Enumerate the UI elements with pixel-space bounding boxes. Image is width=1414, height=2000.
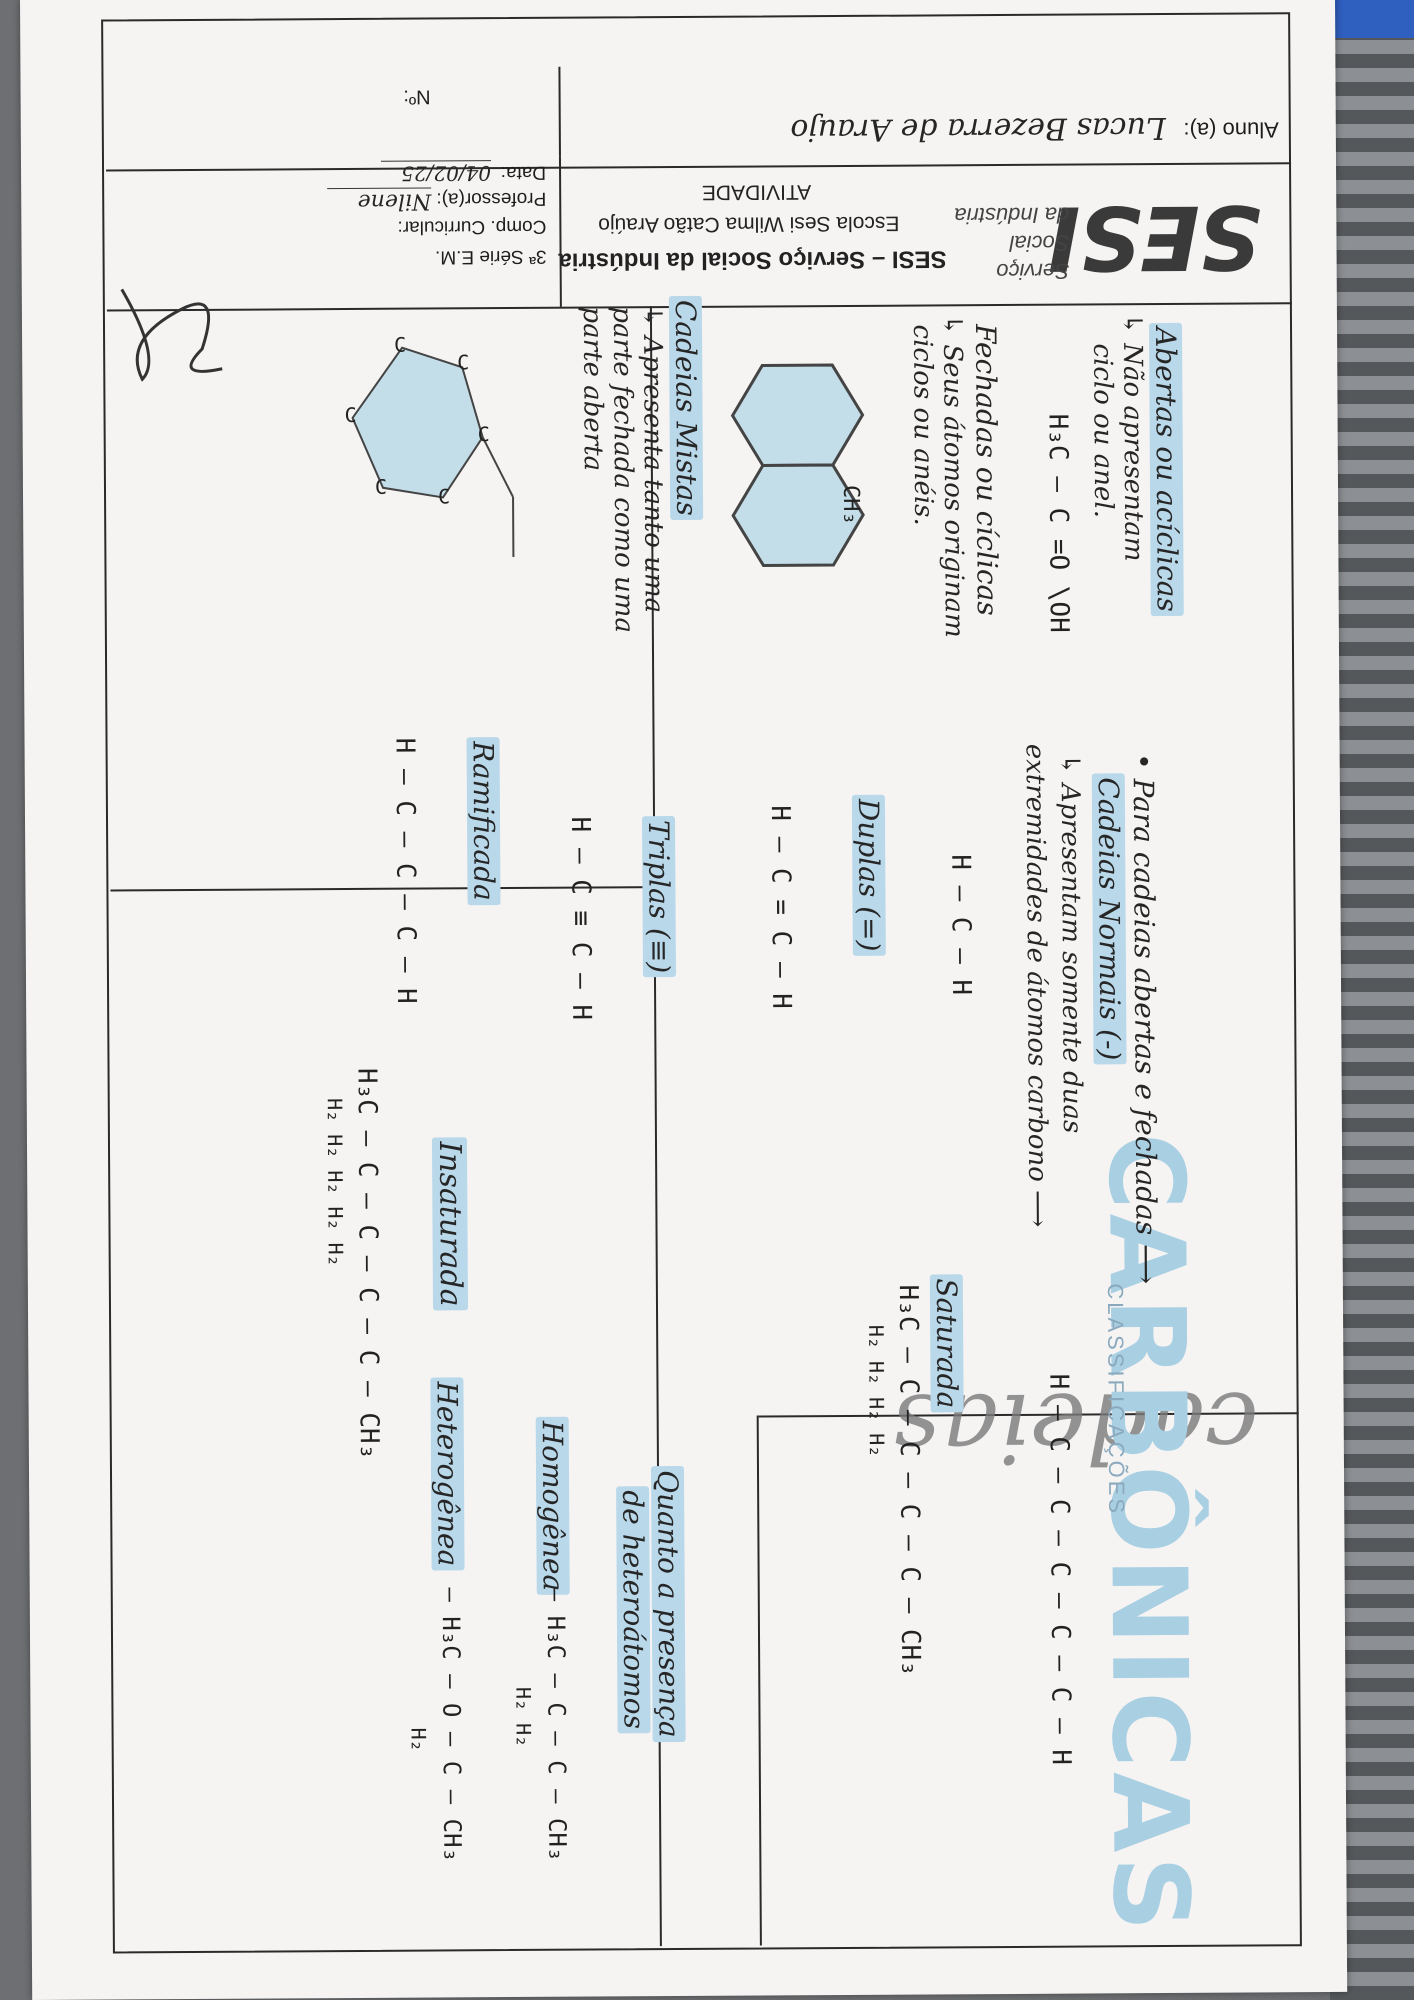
ch3-label: CH₃ [837, 484, 864, 525]
normal-chain-formula: H – C – C – C – C – C – H [1043, 1373, 1076, 1766]
date-label: Data: [500, 161, 547, 184]
homogenea-title: Homogênea [535, 1416, 570, 1596]
abertas-title: Abertas ou acíclicas [1148, 322, 1184, 616]
doc-type: ATIVIDADE [701, 180, 812, 204]
num-divider [558, 66, 561, 157]
logo-sub-2: Social [1009, 230, 1070, 256]
heterogenea-sub: H₂ [406, 1727, 431, 1752]
mistas-title: Cadeias Mistas [668, 295, 704, 520]
mistas-desc-2: parte fechada como uma [606, 306, 639, 634]
comp-label: Comp. Curricular: [397, 215, 547, 238]
duplas-title: Duplas (=) [851, 794, 886, 956]
date-value: 04/02/25 [381, 160, 492, 186]
logo-sub-1: Serviço [996, 258, 1070, 285]
aluno-value: Lucas Bezerra de Araujo [790, 110, 1166, 148]
paper-sheet: SESI Serviço Social da Indústria SESI – … [20, 0, 1348, 2000]
normais-desc-2: extremidades de átomos carbono ⟶ [1019, 743, 1053, 1228]
prof-label: Professor(a): [436, 187, 547, 210]
header-block: SESI Serviço Social da Indústria SESI – … [105, 12, 1292, 309]
triplas-formula: H – C ≡ C – H [564, 816, 597, 1021]
methane-formula: H – C – H [945, 854, 977, 996]
triplas-title: Triplas (≡) [641, 816, 676, 978]
ramificada-formula: H – C – C – C – H [389, 737, 422, 1004]
naphthalene-structure [730, 363, 865, 567]
abertas-desc-1: ↳ Não apresentam [1116, 313, 1149, 562]
hetero-question-1: Quanto a presença [650, 1465, 686, 1742]
header-vertical-divider [558, 156, 562, 307]
fechadas-desc-2: ciclos ou anéis. [906, 324, 939, 526]
aluno-label: Aluno (a): [1183, 117, 1279, 143]
serie: 3ª Série E.M. [434, 245, 547, 268]
homogenea-formula: – H₃C – C – C – CH₃ [541, 1586, 572, 1862]
svg-text:C: C [457, 350, 469, 374]
title-sub: CLASSIFICAÇÕES [1102, 1283, 1130, 1517]
ramificada-title: Ramificada [466, 737, 501, 905]
signature [120, 288, 223, 382]
saturada-formula: H₃C – C – C – C – C – CH₃ [892, 1284, 926, 1677]
num-label: Nº: [403, 85, 431, 108]
duplas-formula: H – C = C – H [764, 805, 797, 1009]
svg-text:C: C [478, 422, 490, 446]
abertas-desc-2: ciclo ou anel. [1087, 343, 1119, 519]
heterogenea-title: Heterogênea [430, 1377, 465, 1571]
sesi-logo: SESI [1049, 185, 1262, 290]
fechadas-title: Fechadas ou cíclicas [968, 324, 1004, 616]
mistas-desc-3: parte aberta [576, 306, 608, 472]
homogenea-sub: H₂ H₂ [511, 1686, 536, 1748]
school-name: Escola Sesi Wilma Catão Araújo [598, 211, 900, 237]
normais-desc-1: ↳ Apresentam somente duas [1054, 753, 1087, 1134]
formula-acid: H₃C – C =O \OH [1042, 413, 1074, 633]
mistas-desc-1: ↳ Apresenta tanto uma [636, 306, 669, 614]
normais-title: Cadeias Normais (-) [1091, 773, 1127, 1065]
svg-text:C: C [375, 475, 387, 499]
saturada-sub: H₂ H₂ H₂ H₂ [864, 1324, 889, 1458]
insaturada-formula: H₃C – C – C – C – C – CH₃ [351, 1067, 384, 1460]
hetero-question-2: de heteroátomos [616, 1486, 651, 1734]
intro-text: • Para cadeias abertas e fechadas ⟶ [1126, 753, 1163, 1285]
insaturada-sub: H₂ H₂ H₂ H₂ H₂ [322, 1098, 348, 1267]
insaturada-title: Insaturada [431, 1137, 469, 1311]
svg-text:C: C [344, 403, 356, 427]
saturada-title: Saturada [929, 1274, 964, 1413]
heterogenea-formula: – H₃C – O – C – CH₃ [436, 1587, 467, 1863]
org-title: SESI – Serviço Social da Indústria [558, 245, 947, 275]
svg-text:C: C [394, 333, 406, 357]
svg-text:C: C [438, 484, 450, 508]
prof-value: Nilene [327, 187, 432, 215]
fechadas-desc-1: ↳ Seus átomos originam [936, 314, 969, 638]
mixed-chain-structure: C C C C C C [344, 333, 515, 558]
logo-sub-3: da Indústria [954, 202, 1070, 229]
